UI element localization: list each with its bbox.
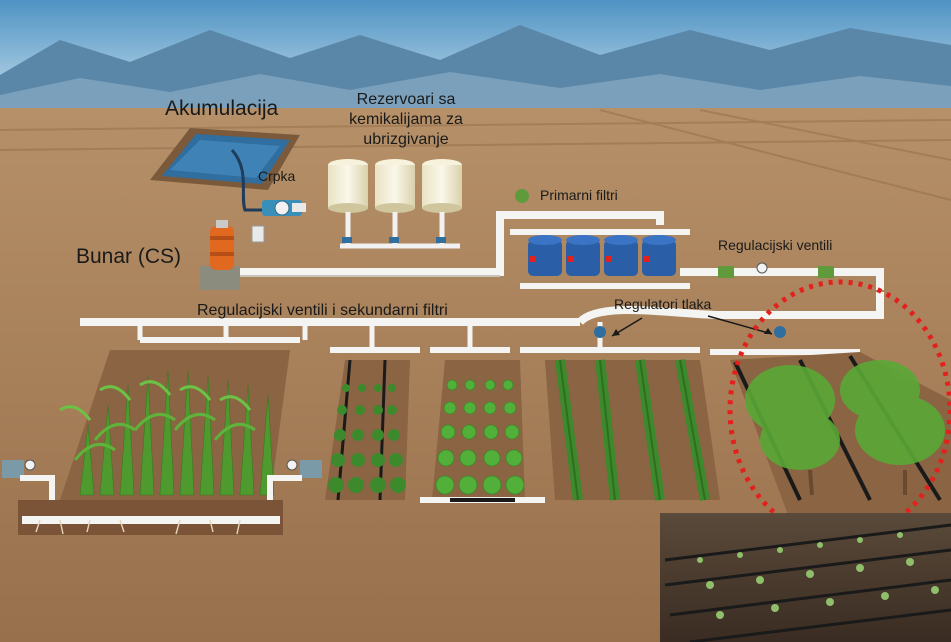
disc-filter-group [510,229,690,289]
main-pipe [240,211,664,276]
disc-filter-icon [528,235,562,276]
label-regulatori-tlaka: Regulatori tlaka [614,296,712,312]
highlight-circle [727,279,951,541]
drip-field-photo [660,513,951,642]
label-rezervoari-line-1: Rezervoari sa [356,91,456,108]
label-bunar: Bunar (CS) [76,245,182,268]
regulator-pointer-right [707,315,773,335]
pressure-gauge-icon [756,262,768,274]
label-rezervoari: Rezervoari sa kemikalijama za ubrizgivan… [336,90,476,150]
disc-filter-icon [604,235,638,276]
field-valve-icon [267,459,322,500]
control-box [251,225,265,243]
cabbage-field [420,360,545,503]
reservoir-pool [150,128,300,190]
lettuce-field [325,359,410,501]
corn-field [59,350,290,500]
pump-suction-pipe [230,148,270,212]
label-primarni-filtri: Primarni filtri [540,187,618,203]
label-regulacijski-sekundarni: Regulacijski ventili i sekundarni filtri [197,302,448,319]
disc-filter-icon [642,235,676,276]
control-valve-icon [818,266,834,278]
chemical-tank-icon [422,159,462,213]
pressure-regulator-icon [774,326,786,338]
control-valve-icon [718,266,734,278]
field-valve-icon [2,459,55,500]
field-furrows-far [0,109,951,201]
soil-cutaway [18,500,283,535]
submain-drops [137,322,603,350]
label-rezervoari-line-3: ubrizgivanje [363,131,449,148]
water-pump-icon [262,200,306,216]
disc-filter-icon [566,235,600,276]
injector-lines [340,212,460,249]
pressure-regulator-icon [594,326,606,338]
label-akumulacija: Akumulacija [165,97,279,120]
label-crpka: Crpka [258,168,296,184]
distribution-header [80,292,884,326]
well-tank-icon [200,220,240,290]
chemical-tank-icon [328,159,368,213]
chemical-tank-icon [375,159,415,213]
vineyard-field [545,359,720,501]
orchard-field [730,352,951,520]
label-regulacijski-ventili: Regulacijski ventili [718,237,833,253]
main-pipe-2 [680,268,884,290]
primary-filter-valve-icon [515,189,529,203]
label-rezervoari-line-2: kemikalijama za [349,111,463,128]
